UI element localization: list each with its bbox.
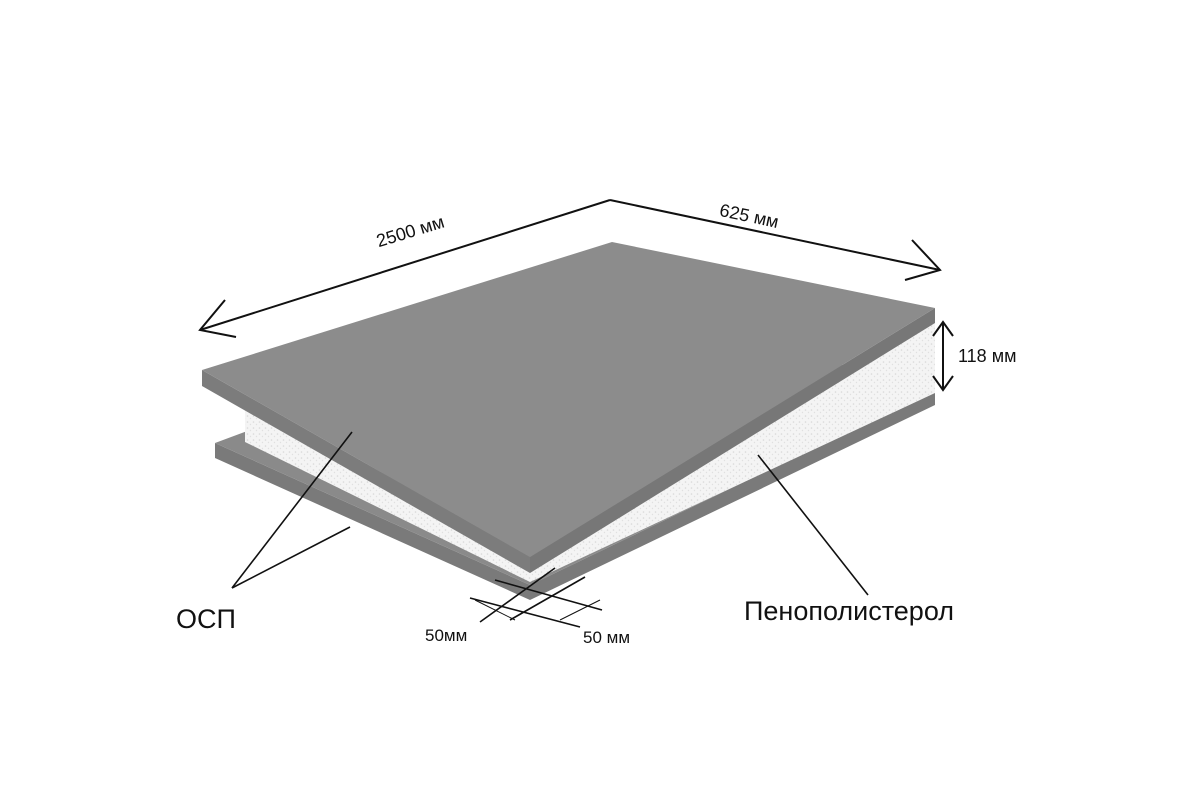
width-dimension-line <box>609 199 941 271</box>
osb-label: ОСП <box>176 604 236 634</box>
arrow-left-icon <box>198 299 237 338</box>
thickness-dimension-label: 118 мм <box>958 346 1017 366</box>
arrow-up-icon <box>932 320 954 337</box>
leader-lines <box>231 431 869 596</box>
edge-right-label: 50 мм <box>583 628 631 647</box>
foam-label: Пенополистерол <box>744 596 955 626</box>
top-osb-panel <box>202 242 935 573</box>
length-dimension-line <box>199 199 611 331</box>
edge-offset-marks <box>469 567 603 628</box>
arrow-down-icon <box>932 375 954 392</box>
edge-left-label: 50мм <box>425 626 468 645</box>
arrow-right-icon <box>904 239 942 281</box>
dimension-lines <box>198 199 954 392</box>
